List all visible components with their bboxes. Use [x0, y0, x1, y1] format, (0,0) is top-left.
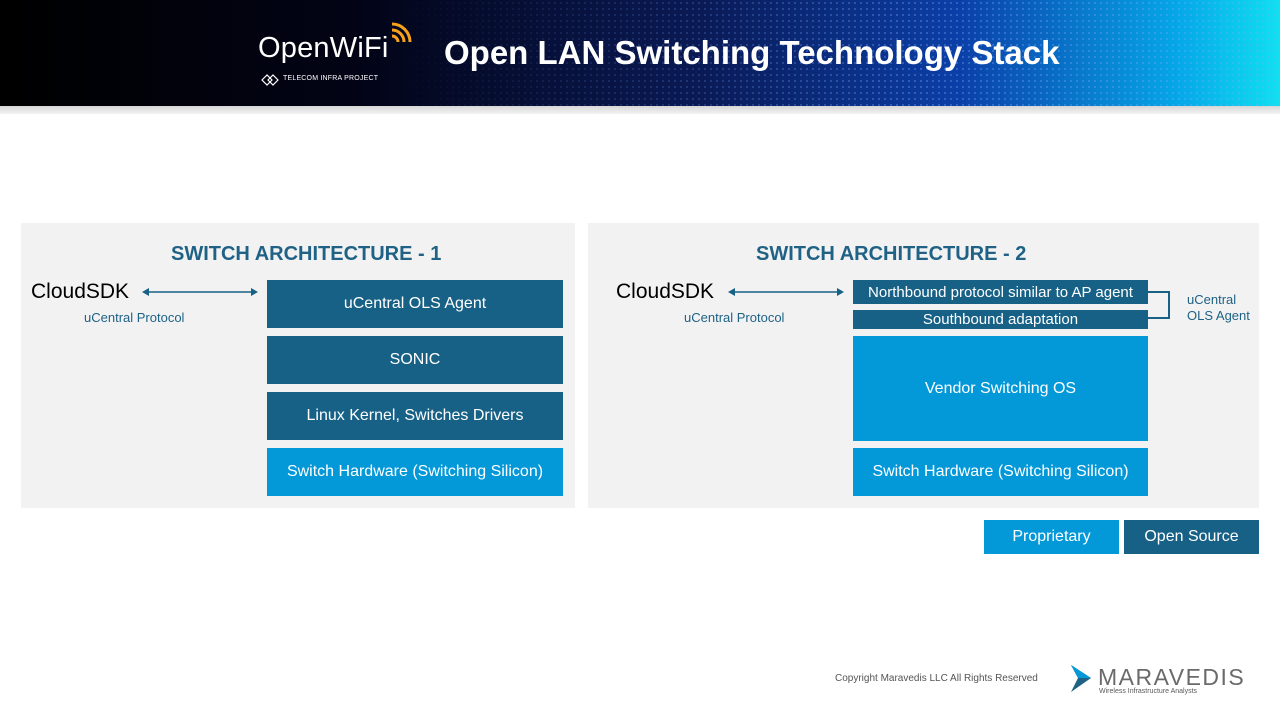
header-banner: [0, 0, 1280, 106]
header-shadow: [0, 106, 1280, 114]
legend-open-source: Open Source: [1124, 520, 1259, 554]
architecture-1-protocol-arrow: [142, 288, 258, 296]
ols-agent-label-line1: uCentral: [1187, 292, 1237, 307]
ols-agent-bracket: [1148, 291, 1170, 319]
architecture-1-title: SWITCH ARCHITECTURE - 1: [171, 243, 442, 265]
architecture-1-cloudsdk-label: CloudSDK: [31, 280, 130, 303]
arch2-layer-southbound: Southbound adaptation: [853, 310, 1148, 329]
arch2-layer-switch-hardware: Switch Hardware (Switching Silicon): [853, 448, 1148, 496]
arch1-layer-switch-hardware: Switch Hardware (Switching Silicon): [267, 448, 563, 496]
arch2-layer-vendor-os: Vendor Switching OS: [853, 336, 1148, 441]
architecture-2-cloudsdk-label: CloudSDK: [616, 280, 715, 303]
architecture-2-protocol-label: uCentral Protocol: [684, 310, 785, 325]
arch1-layer-ols-agent: uCentral OLS Agent: [267, 280, 563, 328]
architecture-2-protocol-arrow: [728, 288, 844, 296]
page-title: Open LAN Switching Technology Stack: [444, 34, 1060, 71]
maravedis-logo-icon: [1071, 665, 1091, 692]
maravedis-tagline: Wireless Infrastructure Analysts: [1099, 688, 1198, 695]
maravedis-brand-name: MARAVEDIS: [1098, 664, 1246, 690]
copyright-text: Copyright Maravedis LLC All Rights Reser…: [835, 673, 1038, 684]
openwifi-logo-text: OpenWiFi: [258, 32, 389, 64]
telecom-infra-project-icon: [261, 74, 279, 86]
architecture-1-protocol-label: uCentral Protocol: [84, 310, 185, 325]
architecture-2-title: SWITCH ARCHITECTURE - 2: [756, 243, 1027, 265]
telecom-infra-project-text: TELECOM INFRA PROJECT: [283, 75, 379, 82]
arch1-layer-sonic: SONIC: [267, 336, 563, 384]
wifi-signal-icon: [391, 22, 412, 43]
header-dot-pattern: [0, 0, 1280, 106]
arch2-layer-northbound: Northbound protocol similar to AP agent: [853, 280, 1148, 304]
legend-proprietary: Proprietary: [984, 520, 1119, 554]
ols-agent-label-line2: OLS Agent: [1187, 308, 1250, 323]
arch1-layer-linux-kernel: Linux Kernel, Switches Drivers: [267, 392, 563, 440]
ols-agent-label: uCentral OLS Agent: [1187, 292, 1250, 324]
